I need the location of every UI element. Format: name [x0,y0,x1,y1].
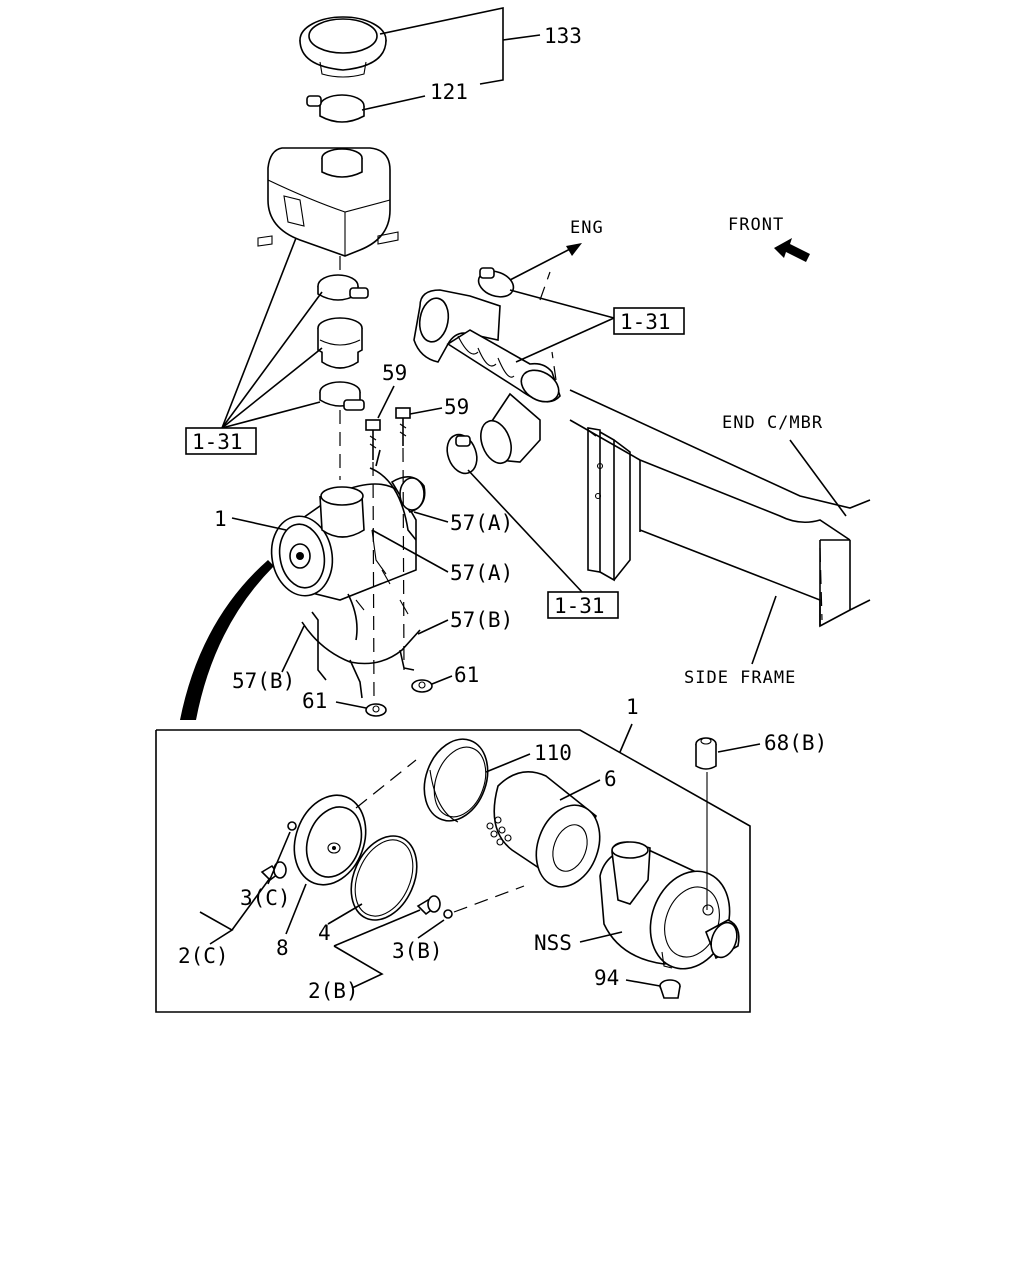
dust-cap-part [299,16,387,78]
ref-box-hose [613,307,685,335]
evacuator-valve-part [659,979,681,999]
callout-59a: 59 [382,361,407,385]
callout-4: 4 [318,921,331,945]
nut-61b-part [365,703,387,717]
eng-direction-label: ENG [570,218,604,238]
callout-57b-1: 57(B) [450,608,513,632]
callout-2b: 2(B) [308,979,359,1003]
lower-hose-clamp-part [319,381,365,411]
callout-110: 110 [534,741,572,765]
mounting-band-upper-part [369,449,417,585]
service-indicator-part [695,737,717,770]
intake-hose-clamp-part [446,433,478,475]
callout-57a-1: 57(A) [450,511,513,535]
callout-1-detail: 1 [626,695,639,719]
air-cleaner-assembly [270,476,426,601]
end-cmbr-label: END C/MBR [722,413,823,433]
callout-61a: 61 [454,663,479,687]
detail-frame [155,729,751,1013]
callout-59b: 59 [444,395,469,419]
detail-pointer-arrow [180,560,274,720]
filter-element-part [486,770,601,888]
upper-hose-clamp-part [317,274,369,301]
callout-94: 94 [594,966,619,990]
callout-6: 6 [604,767,617,791]
ref-tank-label: 1-31 [192,430,243,454]
callout-3c: 3(C) [240,886,291,910]
vehicle-frame [569,389,871,628]
callout-57a-2: 57(A) [450,561,513,585]
callout-57b-2: 57(B) [232,669,295,693]
end-cover-part [293,794,367,886]
callout-3b: 3(B) [392,939,443,963]
wing-bolt-2b-part [416,895,453,919]
precleaner-tank-part [257,147,399,257]
callout-68b: 68(B) [764,731,827,755]
mounting-band-lower-part [301,593,421,699]
ref-box-tank [185,427,257,455]
ref-clamp-label: 1-31 [554,594,605,618]
side-frame-label: SIDE FRAME [684,668,796,688]
bolt-59b-part [395,407,411,446]
intake-hose-part [413,267,561,465]
bolt-59a-part [365,419,381,460]
nut-61a-part [411,679,433,693]
callout-8: 8 [276,936,289,960]
callout-133: 133 [544,24,582,48]
connector-hose-part [317,317,363,369]
hose-clamp-121-part [306,94,365,123]
seal-110-part [423,738,489,823]
front-direction-label: FRONT [728,215,784,235]
ref-box-clamp [547,591,619,619]
front-arrow-icon [774,238,810,262]
gasket-ring-part [350,835,418,921]
ref-hose-label: 1-31 [620,310,671,334]
callout-61b: 61 [302,689,327,713]
callout-nss: NSS [534,931,572,955]
callout-2c: 2(C) [178,944,229,968]
callout-121: 121 [430,80,468,104]
cleaner-housing-part [599,841,740,970]
callout-1-top: 1 [214,507,227,531]
wing-bolt-2c-part [260,821,297,882]
